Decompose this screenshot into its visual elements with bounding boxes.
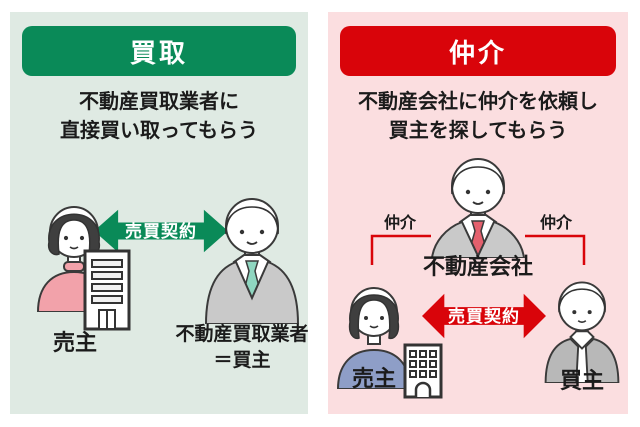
purchase-description-line1: 不動産買取業者に: [79, 91, 239, 113]
brokerage-line-right: [525, 234, 586, 265]
brokerage-contract-label: 売買契約: [448, 306, 520, 326]
buyer-company-man-illustration: [204, 198, 300, 324]
office-building-icon: [83, 249, 131, 331]
brokerage-contract-arrow: 売買契約: [422, 292, 546, 340]
buyer-company-label-line1: 不動産買取業者: [175, 324, 309, 345]
seller-label: 売主: [351, 366, 396, 391]
purchase-description-line2: 直接買い取ってもらう: [60, 120, 258, 142]
purchase-contract-arrow: 売買契約: [94, 208, 228, 254]
brokerage-title: 仲介: [448, 37, 507, 68]
buyer-company-label-line2: ＝買主: [213, 349, 271, 371]
purchase-contract-label: 売買契約: [125, 221, 197, 241]
buyer-label: 買主: [559, 368, 604, 393]
brokerage-description-line1: 不動産会社に仲介を依頼し: [358, 91, 598, 113]
brokerage-description-line2: 買主を探してもらう: [388, 120, 568, 142]
purchase-panel: 買取 不動産買取業者に 直接買い取ってもらう: [10, 12, 310, 414]
purchase-title: 買取: [129, 37, 188, 68]
purchase-header: 買取: [22, 26, 296, 76]
brokerage-description: 不動産会社に仲介を依頼し 買主を探してもらう: [328, 88, 628, 146]
double-arrow-icon: [422, 293, 546, 339]
agent-company-label: 不動産会社: [422, 254, 533, 279]
apartment-building-icon: [403, 343, 443, 399]
buyer-company-label: 不動産買取業者 ＝買主: [174, 322, 310, 373]
brokerage-label-left: 仲介: [383, 215, 416, 232]
brokerage-panel: 仲介 不動産会社に仲介を依頼し 買主を探してもらう 不動産会社 仲介 仲介: [328, 12, 628, 414]
seller-label: 売主: [52, 330, 97, 355]
purchase-description: 不動産買取業者に 直接買い取ってもらう: [10, 88, 308, 146]
seller-woman-blue-illustration: [336, 287, 412, 389]
brokerage-line-left: [370, 234, 431, 265]
double-arrow-icon: [94, 209, 228, 253]
brokerage-label-right: 仲介: [539, 215, 572, 232]
buyer-man-illustration: [544, 281, 620, 383]
agent-man-illustration: [430, 158, 526, 258]
brokerage-header: 仲介: [340, 26, 616, 76]
